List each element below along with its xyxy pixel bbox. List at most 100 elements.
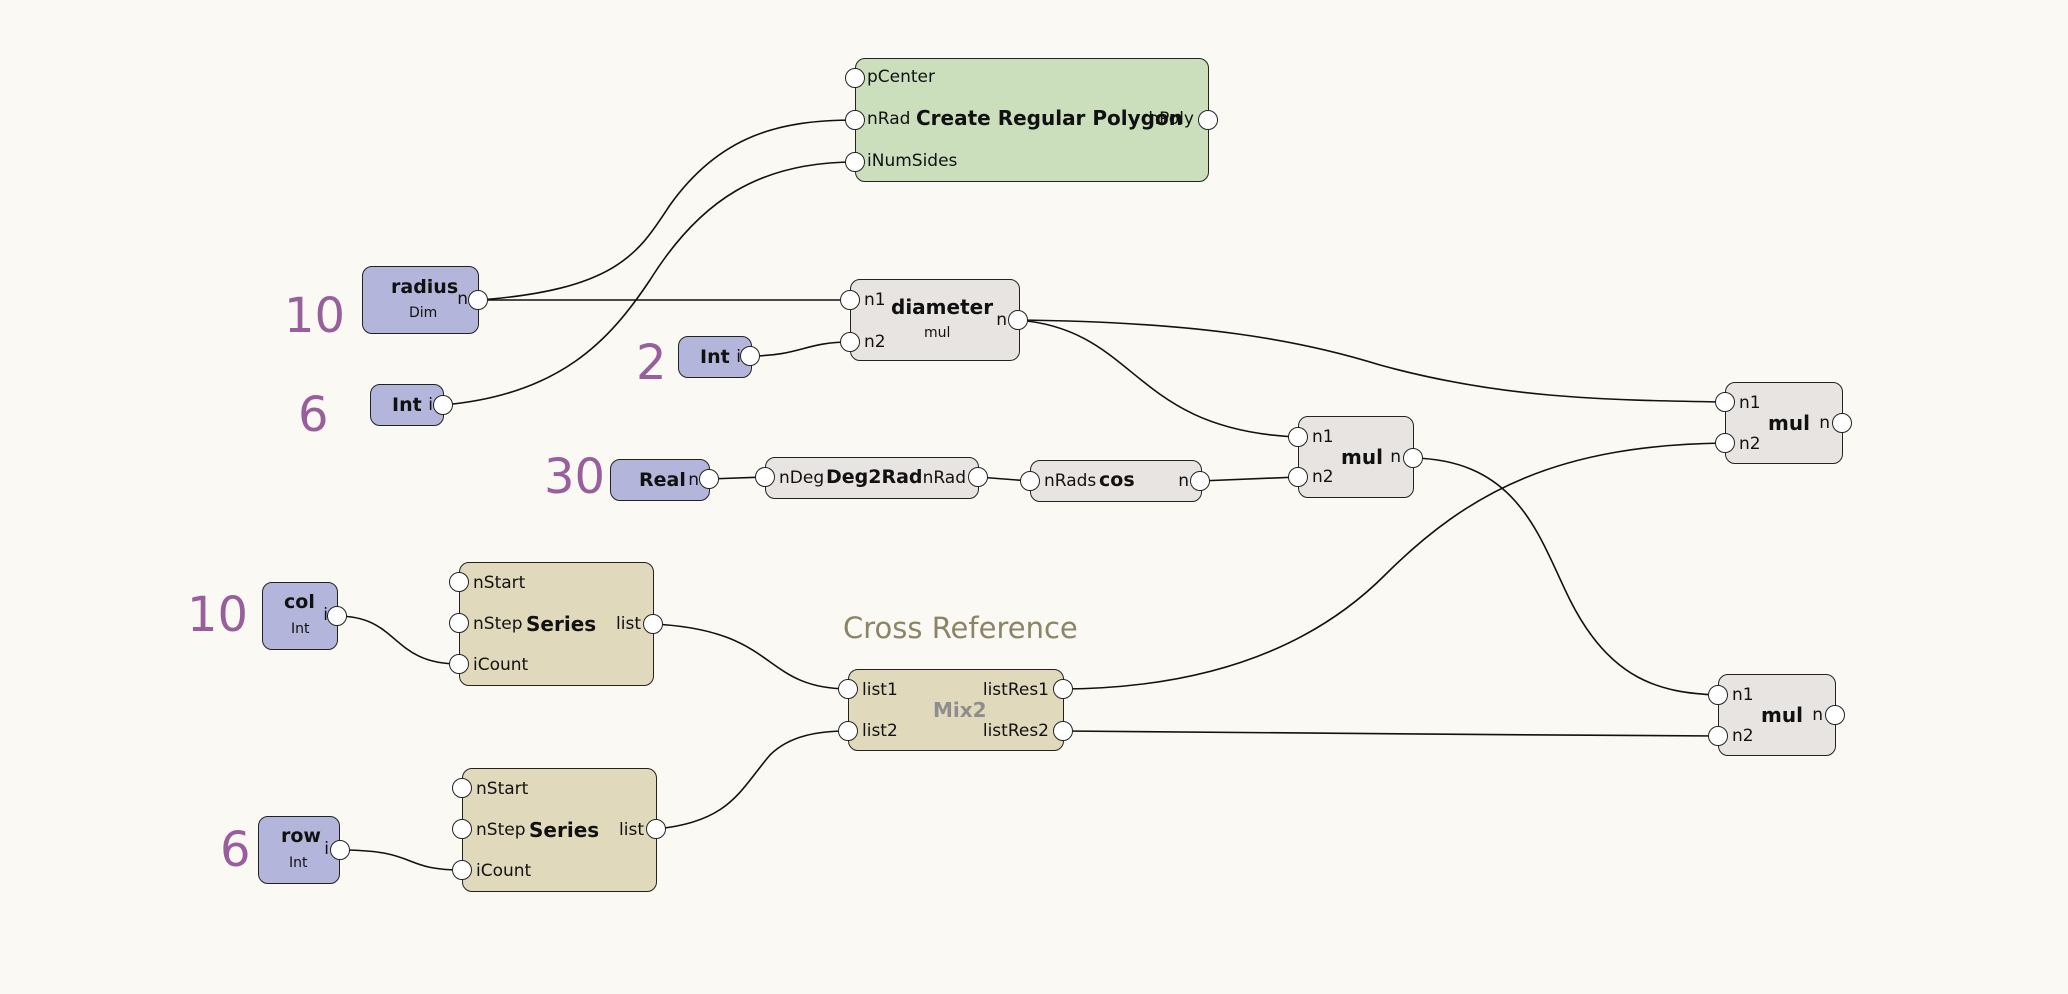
wire-row-to-series-icount[interactable] [339,849,463,871]
port-label-nstep: nStep [473,614,523,634]
port-series-col-icount[interactable] [449,654,469,674]
port-int-sides-i[interactable] [433,395,453,415]
port-mix2-listres1[interactable] [1053,679,1073,699]
node-title: Create Regular Polygon [916,106,1183,130]
col-value[interactable]: 10 [187,587,249,643]
series-col-node[interactable]: nStart nStep iCount Series list [459,562,654,686]
port-col-i[interactable] [327,606,347,626]
diameter-node[interactable]: n1 n2 diameter mul n [850,279,1020,361]
port-series-col-list[interactable] [643,614,663,634]
node-type: Int [289,855,308,871]
port-mul-top-right-n1[interactable] [1715,392,1735,412]
port-label-listres1: listRes1 [982,680,1049,700]
wire-mix2-listres2-to-mul-bottom-n2[interactable] [1062,730,1719,737]
port-pcenter[interactable] [845,68,865,88]
port-mul-bottom-right-n[interactable] [1825,705,1845,725]
port-label-ndeg: nDeg [779,468,825,488]
port-series-row-nstep[interactable] [452,819,472,839]
port-mul-top-right-n[interactable] [1832,413,1852,433]
port-radius-n[interactable] [468,290,488,310]
node-type: Dim [409,305,438,321]
int-two-node[interactable]: Int i [678,336,752,378]
port-diameter-n[interactable] [1008,310,1028,330]
real-node[interactable]: Real n [610,459,710,501]
port-label-i: i [736,347,741,367]
port-mul-bottom-right-n1[interactable] [1708,685,1728,705]
int-sides-node[interactable]: Int i [370,384,444,426]
port-label-n: n [1819,413,1830,433]
port-diameter-n2[interactable] [840,332,860,352]
port-cos-n[interactable] [1190,471,1210,491]
mix2-node[interactable]: list1 list2 Mix2 listRes1 listRes2 [848,669,1064,751]
port-mul-top-right-n2[interactable] [1715,433,1735,453]
port-mix2-list1[interactable] [838,679,858,699]
wire-series-row-to-mix2-list2[interactable] [655,730,849,830]
port-label-n2: n2 [1732,726,1754,746]
node-title: mul [1768,411,1810,435]
port-label-nstart: nStart [476,779,529,799]
port-nrad[interactable] [845,110,865,130]
wire-mul-mid-to-mul-bottom-n1[interactable] [1412,457,1719,696]
wire-cos-to-mul-mid-n2[interactable] [1199,476,1299,482]
wire-radius-to-nrad[interactable] [477,119,856,301]
port-label-n2: n2 [864,332,886,352]
cos-node[interactable]: nRads cos n [1030,460,1202,502]
port-row-i[interactable] [330,840,350,860]
port-mix2-listres2[interactable] [1053,721,1073,741]
port-series-row-icount[interactable] [452,860,472,880]
port-int-two-i[interactable] [740,346,760,366]
node-title: mul [1761,703,1803,727]
port-cos-nrads[interactable] [1020,471,1040,491]
wire-int2-to-diameter-n2[interactable] [749,341,851,357]
mul-mid-node[interactable]: n1 n2 mul n [1298,416,1414,498]
node-title: Mix2 [933,698,987,722]
port-label-n1: n1 [1312,427,1334,447]
wire-col-to-series-icount[interactable] [336,615,460,665]
wire-diameter-to-mul-mid-n1[interactable] [1017,319,1299,438]
port-deg2rad-ndeg[interactable] [755,467,775,487]
col-node[interactable]: col Int i [262,582,338,650]
wire-mix2-listres1-to-mul-topright-n2[interactable] [1062,442,1726,690]
port-label-nstep: nStep [476,820,526,840]
series-row-node[interactable]: nStart nStep iCount Series list [462,768,657,892]
port-diameter-n1[interactable] [840,290,860,310]
port-deg2rad-nrad[interactable] [968,467,988,487]
radius-node[interactable]: radius Dim n [362,266,479,334]
port-mul-mid-n[interactable] [1403,448,1423,468]
port-label-n1: n1 [1732,685,1754,705]
port-inumsides[interactable] [845,152,865,172]
deg2rad-node[interactable]: nDeg Deg2Rad nRad [765,457,979,499]
node-title: diameter [891,295,994,319]
wire-diameter-to-mul-topright-n1[interactable] [1017,319,1726,403]
mul-bottom-right-node[interactable]: n1 n2 mul n [1718,674,1836,756]
int-sides-value[interactable]: 6 [298,387,329,443]
port-label-nrads: nRads [1044,471,1097,491]
radius-value[interactable]: 10 [284,288,346,344]
port-series-row-list[interactable] [646,819,666,839]
mul-top-right-node[interactable]: n1 n2 mul n [1725,382,1843,464]
port-mix2-list2[interactable] [838,721,858,741]
real-value[interactable]: 30 [544,449,606,505]
port-label-icount: iCount [476,861,532,881]
port-label-n1: n1 [864,290,886,310]
wire-series-col-to-mix2-list1[interactable] [652,623,849,690]
port-label-icount: iCount [473,655,529,675]
port-series-col-nstep[interactable] [449,613,469,633]
port-mul-mid-n2[interactable] [1288,467,1308,487]
node-title: Series [529,818,600,842]
port-mul-bottom-right-n2[interactable] [1708,726,1728,746]
port-label-i: i [323,605,328,625]
port-mul-mid-n1[interactable] [1288,427,1308,447]
port-real-n[interactable] [699,469,719,489]
node-title: Int [392,394,422,416]
group-label-cross-reference: Cross Reference [843,611,1078,645]
port-label-hpoly: hPoly [1148,109,1194,129]
port-hpoly[interactable] [1198,110,1218,130]
row-node[interactable]: row Int i [258,816,340,884]
create-regular-polygon-node[interactable]: pCenter nRad iNumSides Create Regular Po… [855,58,1209,182]
port-series-col-nstart[interactable] [449,572,469,592]
int-two-value[interactable]: 2 [636,335,667,391]
wire-int-to-inumsides[interactable] [442,161,856,406]
port-series-row-nstart[interactable] [452,778,472,798]
row-value[interactable]: 6 [220,822,251,878]
